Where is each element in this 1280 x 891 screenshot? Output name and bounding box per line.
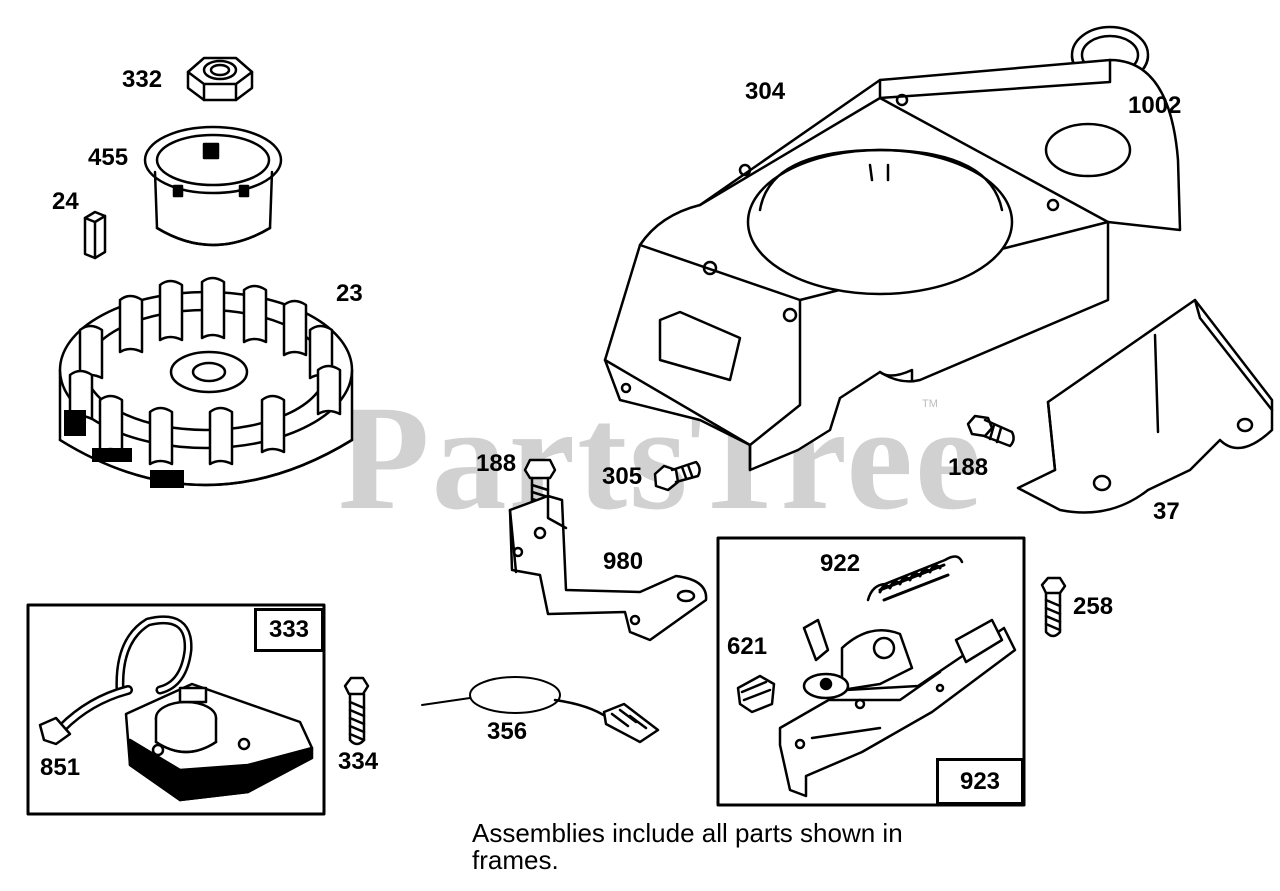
frame-governor-923: [716, 536, 1026, 807]
key-24: [83, 210, 107, 260]
frame-ignition-333: [26, 603, 326, 816]
label-621: 621: [727, 633, 768, 660]
assembly-note-line-1: Assemblies include all parts shown in: [472, 818, 903, 848]
label-356: 356: [487, 718, 528, 745]
label-922: 922: [820, 550, 861, 577]
label-455: 455: [88, 144, 129, 171]
label-37: 37: [1153, 498, 1180, 525]
label-24: 24: [52, 188, 79, 215]
label-304: 304: [745, 78, 786, 105]
hex-nut-332: [186, 56, 254, 102]
bracket-37: [1016, 298, 1274, 514]
frame-tag-923: 923: [936, 758, 1024, 805]
starter-cup-455: [143, 125, 283, 247]
label-188-right: 188: [948, 454, 989, 481]
screw-334: [343, 676, 370, 746]
label-188-left: 188: [476, 450, 517, 477]
frame-tag-333: 333: [254, 608, 324, 652]
label-305: 305: [602, 463, 643, 490]
label-258: 258: [1073, 593, 1114, 620]
bracket-980: [508, 494, 708, 642]
label-332: 332: [122, 66, 163, 93]
screw-305: [653, 460, 701, 492]
assembly-note: Assemblies include all parts shown in fr…: [472, 818, 903, 876]
label-334: 334: [338, 748, 379, 775]
screw-258: [1040, 576, 1067, 638]
label-851: 851: [40, 754, 81, 781]
label-23: 23: [336, 280, 363, 307]
screw-188-right: [966, 414, 1015, 448]
label-980: 980: [603, 548, 644, 575]
flywheel-23: [58, 276, 354, 488]
label-1002: 1002: [1128, 92, 1182, 119]
watermark-trademark: TM: [922, 398, 938, 410]
assembly-note-line-2: frames.: [472, 845, 559, 876]
blower-housing-304: [603, 58, 1182, 472]
wire-356: [421, 676, 660, 744]
